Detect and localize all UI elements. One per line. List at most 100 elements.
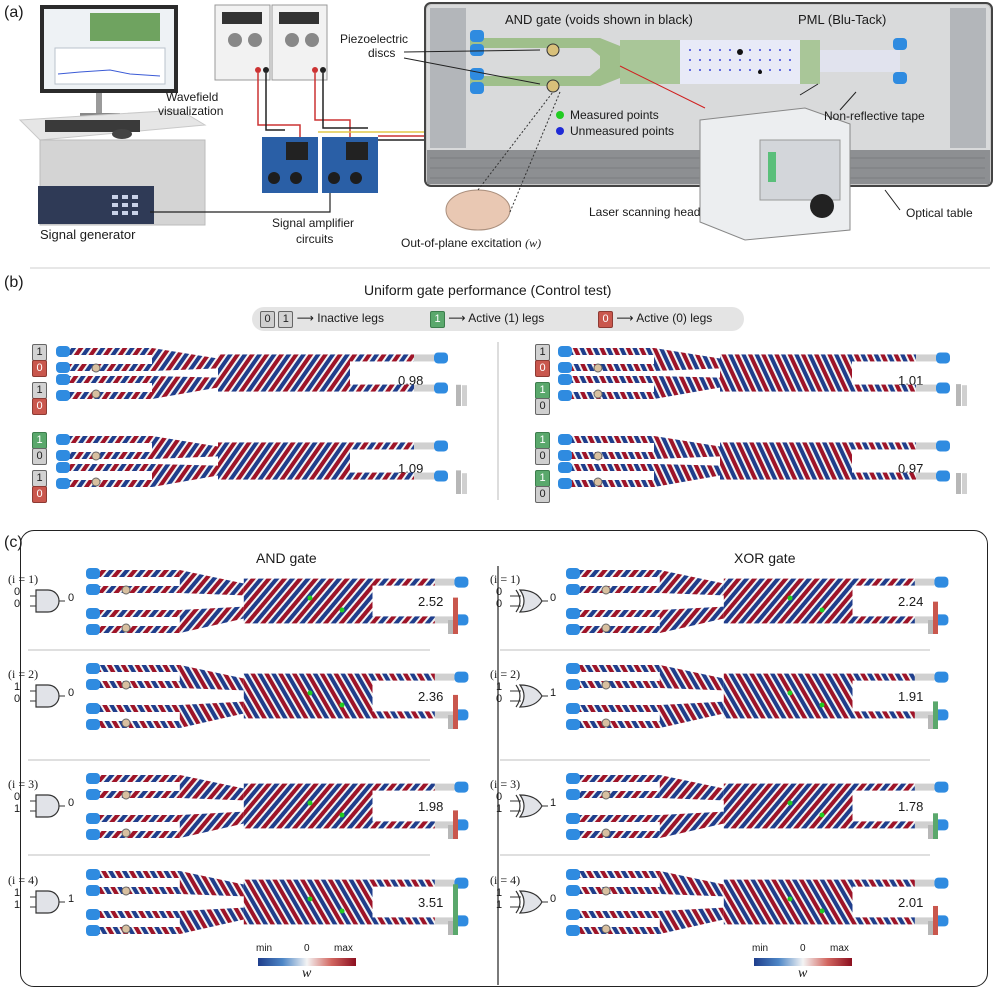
input-leg (574, 871, 660, 878)
input-pml-icon (86, 679, 100, 690)
input-leg (574, 610, 660, 617)
colorbar-and-mid: 0 (304, 943, 310, 954)
input-pml-icon (86, 909, 100, 920)
legend-active0: 0 ⟶ Active (0) legs (598, 311, 712, 328)
output-pml-icon (936, 352, 950, 364)
output-tape (434, 821, 455, 829)
upper-funnel (659, 775, 724, 801)
input-pml-icon (566, 773, 580, 784)
lower-funnel (179, 811, 244, 838)
piezo-disc-icon (601, 623, 611, 633)
output-leg (350, 354, 414, 362)
output-leg (852, 711, 915, 719)
input-leg (94, 775, 180, 782)
gate-input-1: 0 (14, 791, 21, 803)
xor-gate-icon (518, 589, 543, 613)
input-pml-icon (558, 462, 572, 473)
input-leg (566, 452, 654, 459)
input-pml-icon (558, 478, 572, 489)
ratio-bar (453, 884, 458, 935)
and-specimen (86, 568, 469, 635)
wave-chamber (243, 673, 373, 719)
output-tape (414, 354, 434, 362)
and-gate-icon (35, 684, 60, 708)
input-leg (566, 436, 654, 443)
measured-point (307, 896, 313, 902)
amplitude-ratio-value: 2.01 (898, 895, 924, 910)
panel-b-specimen (56, 434, 448, 489)
output-tape (914, 711, 935, 719)
input-pml-icon (86, 663, 100, 674)
input-leg (94, 791, 180, 798)
piezo-disc-icon (601, 924, 611, 934)
colorbar-and (258, 958, 356, 966)
gate-input-1: 1 (496, 887, 503, 899)
legend-chip-inactive-1: 1 (278, 311, 294, 328)
input-leg (574, 586, 660, 593)
output-pml-icon (454, 671, 469, 683)
wave-chamber (723, 879, 853, 925)
input-leg (94, 626, 180, 633)
xor-specimen (566, 773, 949, 840)
piezo-disc-icon (601, 585, 611, 595)
lower-funnel (179, 701, 244, 728)
upper-funnel (654, 436, 720, 459)
input-leg (566, 348, 654, 355)
reference-bar (462, 385, 467, 406)
legend-active1-text: Active (1) legs (468, 311, 545, 325)
xor-gate-icon (518, 684, 543, 708)
wave-chamber (723, 783, 853, 829)
upper-funnel (659, 665, 724, 691)
and-gate-title: AND gate (256, 550, 317, 566)
gate-input-1: 1 (14, 887, 21, 899)
colorbar-and-max: max (334, 943, 353, 954)
piezo-disc-icon (593, 477, 603, 487)
gate-output: 1 (550, 797, 557, 809)
xor-gate-symbol (510, 684, 548, 708)
output-pml-icon (434, 440, 448, 452)
piezo-disc-icon (121, 790, 131, 800)
laser-head-label: Laser scanning head (589, 205, 701, 219)
case-label: (i = 4) (490, 873, 521, 887)
amplitude-ratio-value: 0.98 (398, 373, 424, 388)
lower-funnel (659, 907, 724, 934)
measured-point (819, 812, 825, 818)
input-state-chip: 0 (535, 448, 550, 465)
colorbar-and-min: min (256, 943, 273, 954)
output-leg (350, 384, 414, 392)
input-state-chip: 0 (32, 398, 47, 415)
output-pml-icon (454, 576, 469, 588)
output-pml-icon (936, 470, 950, 482)
input-pml-icon (566, 624, 580, 635)
amplitude-ratio-value: 0.97 (898, 461, 924, 476)
reference-bar (448, 825, 453, 839)
colorbar-xor-max: max (830, 943, 849, 954)
input-leg (64, 348, 152, 355)
panel-a-label: (a) (4, 4, 24, 21)
input-pml-icon (86, 869, 100, 880)
excitation-symbol: (w) (525, 236, 542, 250)
input-leg (64, 464, 152, 471)
input-pml-icon (566, 909, 580, 920)
input-leg (64, 376, 152, 383)
measured-point (339, 812, 345, 818)
legend-inactive-text: Inactive legs (317, 311, 384, 325)
input-leg (94, 871, 180, 878)
lower-funnel (179, 907, 244, 934)
measured-point (819, 607, 825, 613)
upper-funnel (179, 665, 244, 691)
input-pml-icon (56, 450, 70, 461)
piezo-disc-icon (121, 680, 131, 690)
measured-point (819, 908, 825, 914)
measured-point (787, 595, 793, 601)
piezo-disc-icon (121, 623, 131, 633)
legend-inactive: 0 1 ⟶ Inactive legs (260, 311, 384, 328)
piezo-disc-icon (601, 886, 611, 896)
panel-b-legend (252, 307, 744, 331)
output-tape (434, 673, 455, 681)
amplitude-ratio-value: 3.51 (418, 895, 444, 910)
case-label: (i = 2) (8, 667, 39, 681)
ratio-bar (453, 597, 458, 634)
amplitude-ratio-value: 2.24 (898, 594, 924, 609)
